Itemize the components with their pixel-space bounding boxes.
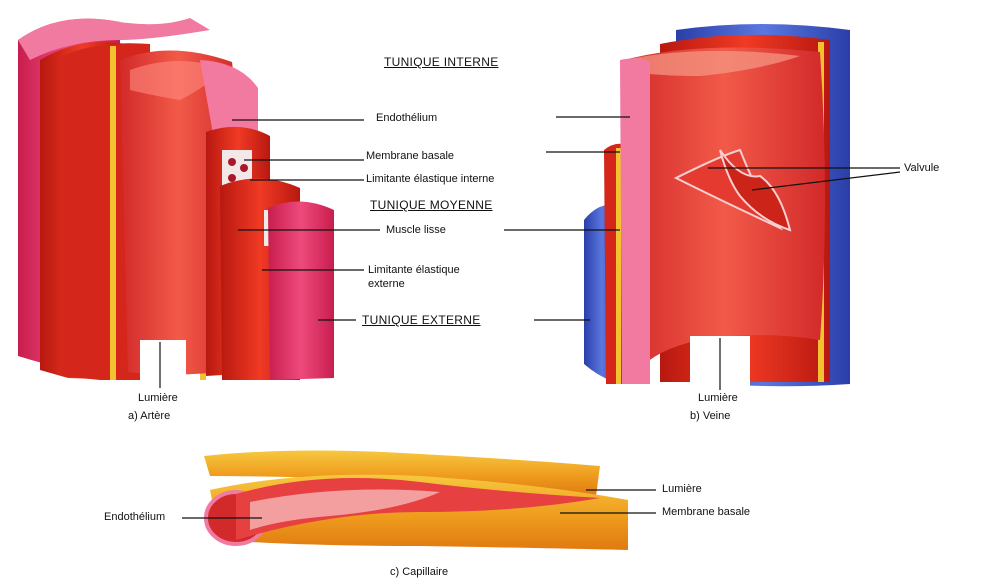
label-limitante-interne: Limitante élastique interne bbox=[366, 173, 494, 186]
label-membrane-basale: Membrane basale bbox=[366, 150, 454, 163]
caption-capillary: c) Capillaire bbox=[390, 566, 448, 579]
header-tunique-moyenne: TUNIQUE MOYENNE bbox=[370, 198, 493, 212]
label-valvule: Valvule bbox=[904, 162, 939, 175]
header-tunique-interne: TUNIQUE INTERNE bbox=[384, 55, 499, 69]
caption-vein: b) Veine bbox=[690, 410, 730, 423]
label-capillary-endothelium: Endothélium bbox=[104, 511, 165, 524]
capillary-drawing bbox=[182, 450, 628, 550]
vein-drawing bbox=[584, 24, 850, 390]
label-artery-lumiere: Lumière bbox=[138, 392, 178, 405]
label-muscle-lisse: Muscle lisse bbox=[386, 224, 446, 237]
label-limitante-externe-line2: externe bbox=[368, 278, 405, 291]
label-capillary-lumiere: Lumière bbox=[662, 483, 702, 496]
header-tunique-externe: TUNIQUE EXTERNE bbox=[362, 313, 481, 327]
label-vein-lumiere: Lumière bbox=[698, 392, 738, 405]
label-capillary-membrane-basale: Membrane basale bbox=[662, 506, 750, 519]
artery-drawing bbox=[18, 18, 334, 388]
label-endothelium: Endothélium bbox=[376, 112, 437, 125]
label-limitante-externe-line1: Limitante élastique bbox=[368, 264, 460, 277]
caption-artery: a) Artère bbox=[128, 410, 170, 423]
